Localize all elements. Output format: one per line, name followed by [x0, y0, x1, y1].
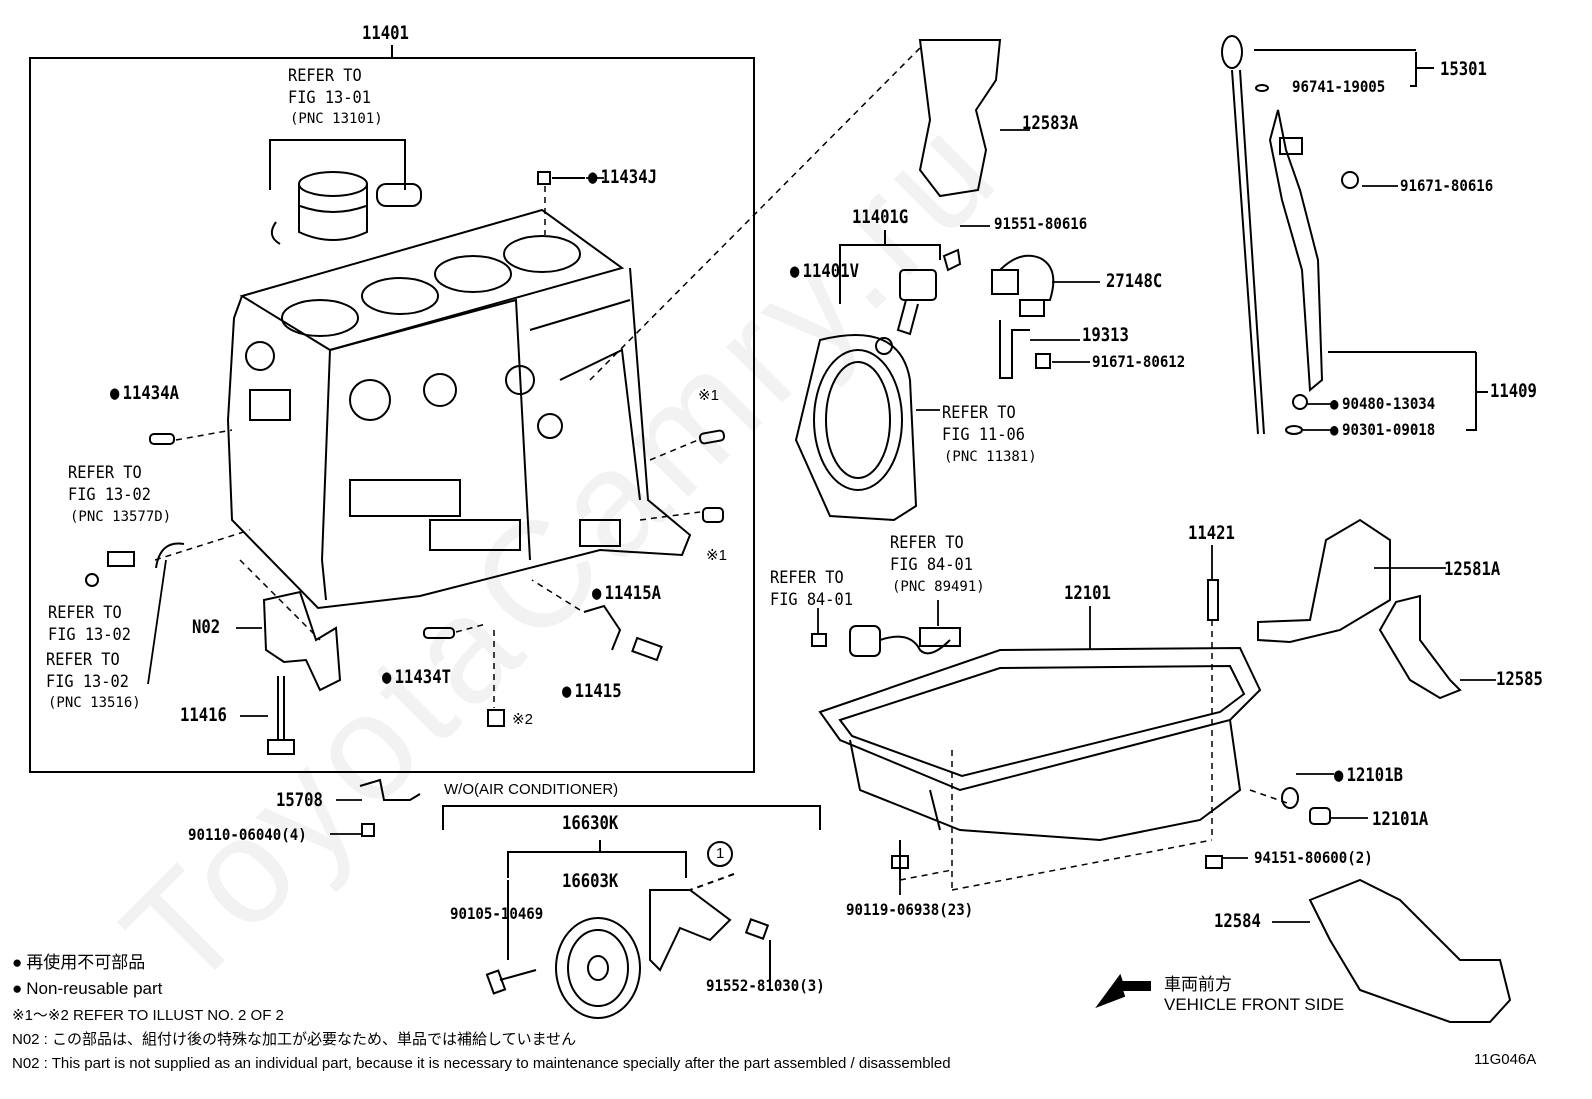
- ref-fig-13-01-pnc: (PNC 13101): [290, 111, 383, 127]
- part-15708: 15708: [276, 789, 323, 811]
- mark-1-bottom: ※1: [706, 547, 727, 564]
- ref-fig-13-02a-line2: FIG 13-02: [68, 485, 151, 505]
- mark-2: ※2: [512, 711, 533, 728]
- legend-non-reusable-en: Non-reusable part: [12, 980, 162, 997]
- part-11415: 11415: [562, 682, 622, 701]
- ref-fig-13-02a-pnc: (PNC 13577D): [70, 509, 172, 525]
- part-96741-19005: 96741-19005: [1292, 77, 1386, 96]
- circle-1-label: 1: [716, 845, 725, 862]
- part-94151-80600: 94151-80600(2): [1254, 848, 1373, 867]
- part-12101: 12101: [1064, 582, 1111, 604]
- ref-fig-84-01b-line1: REFER TO: [770, 568, 844, 588]
- part-19313: 19313: [1082, 324, 1129, 346]
- baffle-12581a-drawing: [1257, 518, 1391, 644]
- ref-fig-13-02a-line1: REFER TO: [68, 463, 142, 483]
- part-90110-06040: 90110-06040(4): [188, 825, 307, 844]
- part-90301-09018: 90301-09018: [1330, 422, 1435, 438]
- ref-fig-13-01-line2: FIG 13-01: [288, 88, 371, 108]
- ref-fig-13-01-line1: REFER TO: [288, 66, 362, 86]
- ref-fig-13-02b-line2: FIG 13-02: [48, 625, 131, 645]
- ref-fig-13-02c-line2: FIG 13-02: [46, 672, 129, 692]
- part-11434t: 11434T: [382, 668, 451, 687]
- cylinder-block-drawing: [226, 208, 692, 610]
- mark-1-top: ※1: [698, 387, 719, 404]
- part-11434j: 11434J: [588, 168, 657, 187]
- part-12101b: 12101B: [1334, 766, 1403, 785]
- dipstick-drawing: [1221, 35, 1359, 435]
- part-11415a: 11415A: [592, 584, 661, 603]
- part-11409: 11409: [1490, 380, 1537, 402]
- group-label-11401g: 11401G: [852, 206, 909, 228]
- part-16603k: 16603K: [562, 870, 619, 892]
- air-conditioner-option-label: W/O(AIR CONDITIONER): [444, 781, 619, 798]
- part-91552-81030: 91552-81030(3): [706, 976, 825, 995]
- ref-fig-84-01a-line2: FIG 84-01: [890, 555, 973, 575]
- ref-fig-13-02c-pnc: (PNC 13516): [48, 695, 141, 711]
- ref-fig-84-01a-pnc: (PNC 89491): [892, 579, 985, 595]
- ref-fig-84-01b-line2: FIG 84-01: [770, 590, 853, 610]
- ref-fig-84-01a-line1: REFER TO: [890, 533, 964, 553]
- vehicle-front-arrow: [1095, 973, 1151, 1009]
- part-n02: N02: [192, 616, 221, 638]
- part-11434a: 11434A: [110, 384, 179, 403]
- cover-12583a-drawing: [918, 39, 1002, 198]
- bearing-cap-drawing: [262, 590, 342, 755]
- part-90105-10469: 90105-10469: [450, 904, 544, 923]
- piston-drawing: [269, 139, 422, 245]
- part-91671-80616: 91671-80616: [1400, 176, 1494, 195]
- legend-n02-jp: N02 : この部品は、組付け後の特殊な加工が必要なため、単品では補給していませ…: [12, 1031, 577, 1048]
- part-12581a: 12581A: [1444, 558, 1501, 580]
- part-12584: 12584: [1214, 910, 1261, 932]
- legend-non-reusable-jp: 再使用不可部品: [12, 954, 145, 971]
- air-conditioner-bracket: [442, 805, 821, 830]
- baffle-12584-drawing: [1308, 878, 1512, 1023]
- part-11421: 11421: [1188, 522, 1235, 544]
- part-91551-80616: 91551-80616: [994, 214, 1088, 233]
- vehicle-front-en: VEHICLE FRONT SIDE: [1164, 995, 1345, 1014]
- pulley-drawing: [555, 889, 732, 1019]
- group-label-16630k: 16630K: [562, 812, 619, 834]
- part-11401v: 11401V: [790, 262, 859, 281]
- part-90480-13034: 90480-13034: [1330, 396, 1435, 412]
- ref-fig-11-06-line1: REFER TO: [942, 403, 1016, 423]
- ref-fig-11-06-pnc: (PNC 11381): [944, 449, 1037, 465]
- legend-n02-en: N02 : This part is not supplied as an in…: [12, 1055, 951, 1072]
- part-12583a: 12583A: [1022, 112, 1079, 134]
- part-12101a: 12101A: [1372, 808, 1429, 830]
- group-label-11401: 11401: [362, 22, 409, 44]
- ref-fig-11-06-line2: FIG 11-06: [942, 425, 1025, 445]
- part-91671-80612: 91671-80612: [1092, 352, 1186, 371]
- part-27148c: 27148C: [1106, 270, 1163, 292]
- legend-illust-note: ※1～※2 REFER TO ILLUST NO. 2 OF 2: [12, 1007, 284, 1024]
- diagram-id: 11G046A: [1474, 1051, 1537, 1068]
- oil-pan-drawing: [818, 646, 1262, 842]
- part-11416: 11416: [180, 704, 227, 726]
- ref-fig-13-02c-line1: REFER TO: [46, 650, 120, 670]
- baffle-12585-drawing: [1378, 594, 1462, 700]
- part-90119-06938: 90119-06938(23): [846, 900, 974, 919]
- ref-fig-13-02b-line1: REFER TO: [48, 603, 122, 623]
- vehicle-front-jp: 車両前方: [1164, 975, 1232, 994]
- seal-retainer-drawing: [794, 334, 918, 522]
- part-12585: 12585: [1496, 668, 1543, 690]
- part-15301: 15301: [1440, 58, 1487, 80]
